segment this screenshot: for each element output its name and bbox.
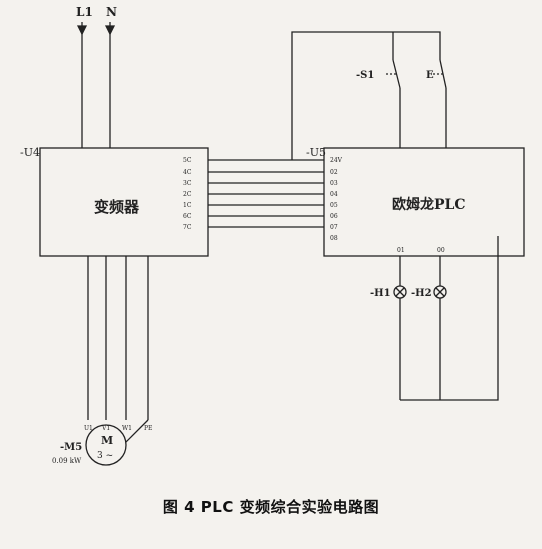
vfd-io-label: 1C	[183, 202, 192, 209]
vfd-io-label: 2C	[183, 191, 192, 198]
lamp-h1-label: -H1	[370, 288, 391, 299]
vfd-io-label: 5C	[183, 157, 192, 164]
plc-bottom-io-label: 01	[397, 247, 405, 254]
n-arrow-icon	[104, 25, 116, 36]
plc-box	[323, 147, 525, 257]
lamp-h2-label: -H2	[411, 288, 432, 299]
plc-io-label: 04	[330, 191, 338, 198]
plc-io-label: 24V	[330, 157, 343, 164]
plc-tag: -U5	[306, 146, 326, 159]
vfd-io-label: 4C	[183, 169, 192, 176]
l1-arrow-icon	[76, 25, 88, 36]
motor-terminal-label: PE	[144, 425, 152, 432]
l1-label: L1	[76, 5, 93, 19]
plc-io-label: 05	[330, 202, 338, 209]
switch-s1-label: -S1	[356, 70, 374, 81]
motor-tag: -M5	[60, 442, 82, 453]
switch-s1-contact	[392, 59, 401, 89]
plc-io-label: 02	[330, 169, 338, 176]
motor-terminal-label: W1	[122, 425, 132, 432]
plc-io-label: 08	[330, 235, 338, 242]
plc-io-label: 07	[330, 224, 338, 231]
plc-io-label: 06	[330, 213, 338, 220]
vfd-io-label: 3C	[183, 180, 192, 187]
plc-io-label: 03	[330, 180, 338, 187]
motor-terminal-label: V1	[101, 425, 110, 432]
switch-s2-label: E	[426, 70, 434, 81]
motor-rating: 0.09 kW	[52, 457, 82, 465]
vfd-io-label: 7C	[183, 224, 192, 231]
plc-title: 欧姆龙PLC	[392, 196, 466, 213]
motor-terminal-label: U1	[84, 425, 93, 432]
vfd-io-label: 6C	[183, 213, 192, 220]
vfd-tag: -U4	[20, 146, 40, 159]
vfd-box	[39, 147, 209, 257]
motor-icon	[85, 424, 127, 466]
vfd-title: 变频器	[94, 198, 140, 216]
plc-bottom-io-label: 00	[437, 247, 445, 254]
figure-caption: 图 4 PLC 变频综合实验电路图	[162, 498, 380, 516]
motor-symbol: M	[101, 434, 113, 447]
motor-phase: 3 ~	[97, 451, 113, 461]
n-label: N	[106, 5, 117, 19]
